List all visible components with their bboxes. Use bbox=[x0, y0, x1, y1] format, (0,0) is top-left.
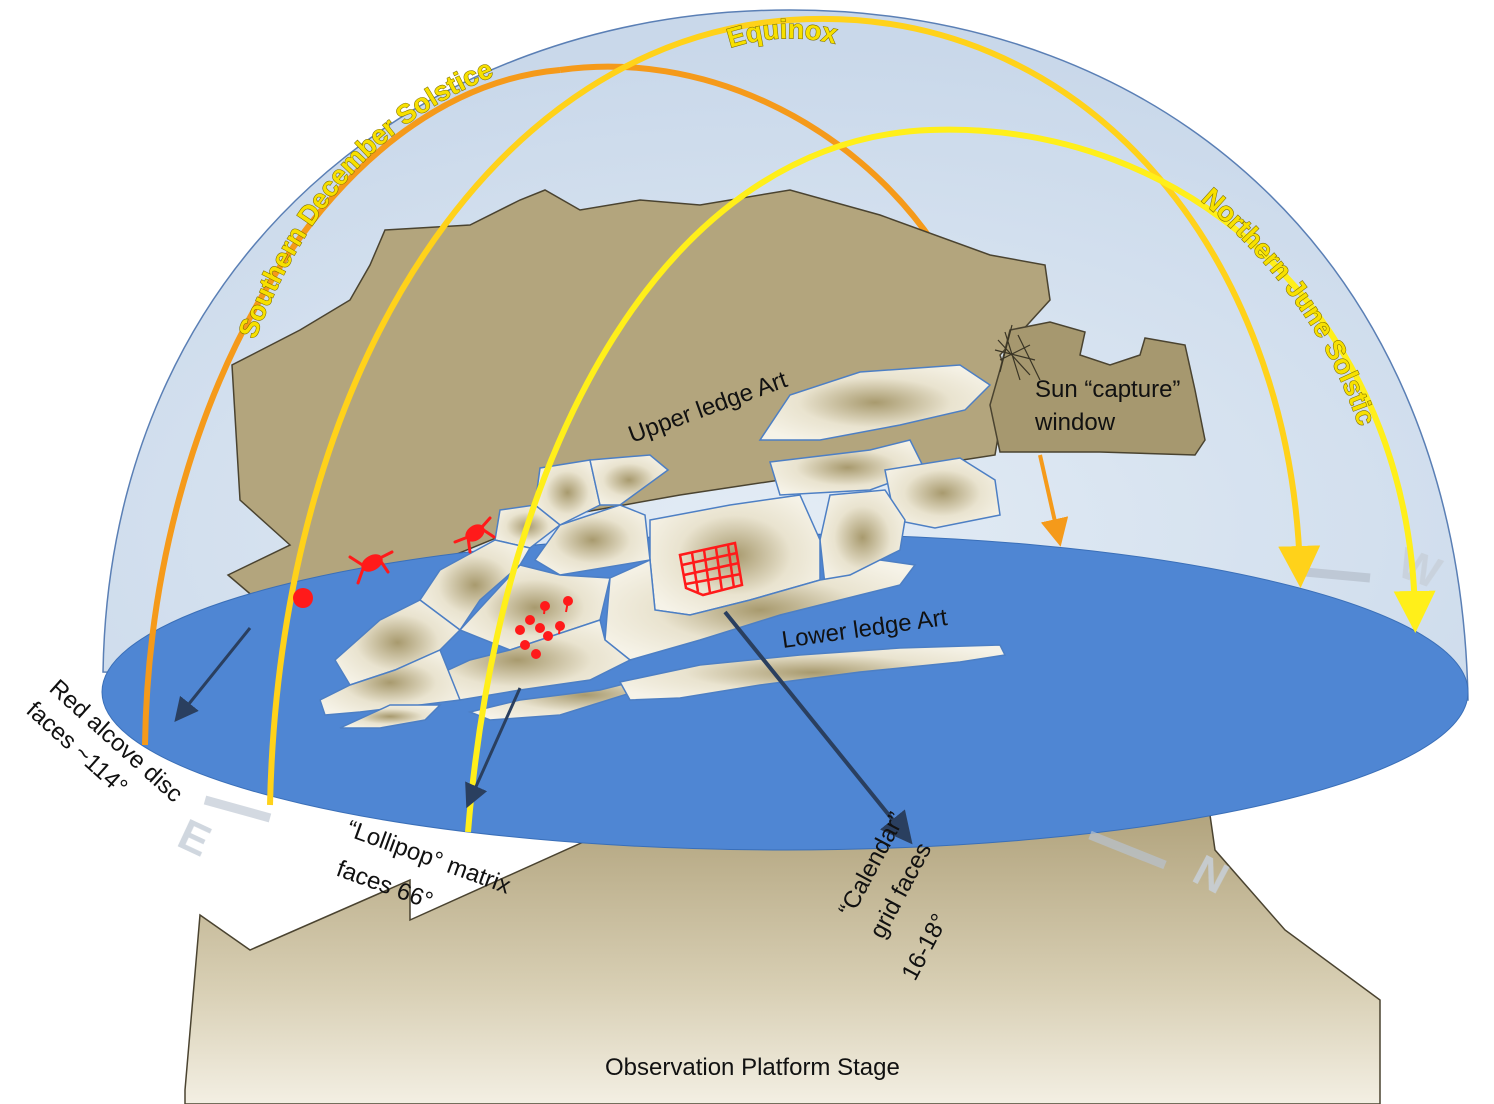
sun-capture-arrow bbox=[1038, 454, 1069, 547]
compass-line-west bbox=[1304, 567, 1371, 583]
red-alcove-facing-arrow bbox=[174, 627, 252, 723]
figure-icon-2 bbox=[453, 516, 496, 554]
scribble-marks bbox=[994, 324, 1041, 381]
ledge-slabs bbox=[319, 364, 1007, 729]
compass-east: E bbox=[171, 810, 218, 867]
southern-solstice-arc bbox=[142, 67, 561, 746]
southern-solstice-arc-back bbox=[559, 63, 938, 247]
sun-capture-label-line1: Sun “capture” bbox=[1035, 376, 1180, 403]
lollipop-icon bbox=[515, 596, 573, 659]
sun-capture-window-block bbox=[989, 321, 1206, 456]
red-disc-icon bbox=[293, 588, 313, 608]
figure-icon bbox=[348, 550, 394, 585]
calendar-facing-arrow bbox=[723, 610, 913, 845]
platform-label: Observation Platform Stage bbox=[605, 1054, 900, 1081]
sun-capture-label-line2: window bbox=[1034, 409, 1116, 436]
grid-icon bbox=[678, 541, 744, 597]
northern-solstice-arc bbox=[465, 126, 1436, 833]
compass-line-east bbox=[203, 795, 272, 823]
equinox-arc bbox=[267, 15, 1321, 806]
lollipop-facing-arrow bbox=[465, 687, 522, 809]
compass-line-north bbox=[1088, 830, 1167, 870]
observation-platform bbox=[184, 814, 1381, 1104]
